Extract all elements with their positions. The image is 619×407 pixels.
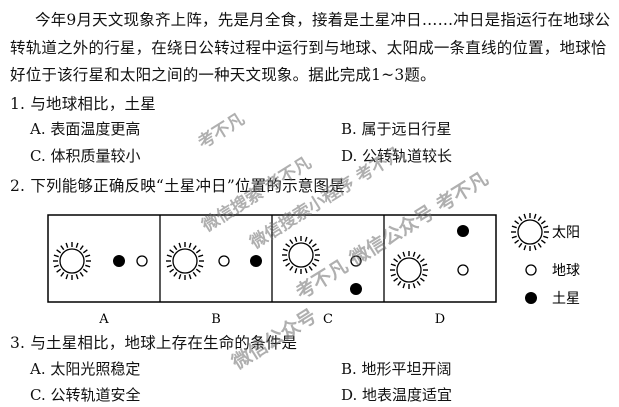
legend: 太阳 地球 土星 (510, 212, 580, 307)
sun-icon (52, 241, 92, 281)
question-3-option-d: D. 地表温度适宜 (341, 386, 453, 404)
sun-icon (281, 235, 321, 275)
panel-d (389, 225, 469, 290)
sun-icon (389, 250, 429, 290)
panel-label-d: D (435, 312, 445, 327)
question-1-option-d: D. 公转轨道较长 (341, 147, 453, 165)
legend-sun-icon (510, 212, 550, 252)
legend-earth-label: 地球 (552, 263, 580, 279)
earth-dot (136, 255, 148, 267)
panel-a (52, 241, 148, 281)
panel-b (165, 241, 262, 281)
saturn-dot (113, 255, 125, 267)
sun-icon (165, 241, 205, 281)
panel-label-c: C (323, 312, 333, 327)
panel-label-b: B (211, 312, 221, 327)
saturn-dot (250, 255, 262, 267)
passage-line-2: 转轨道之外的行星，在绕日公转过程中运行到与地球、太阳成一条直线的位置，地球恰 (10, 39, 607, 57)
earth-dot (350, 255, 362, 267)
passage-line-3: 好位于该行星和太阳之间的一种天文现象。据此完成1~3题。 (10, 66, 436, 84)
panel-label-a: A (98, 312, 109, 327)
question-3-stem: 3. 与土星相比，地球上存在生命的条件是 (10, 334, 298, 352)
passage-line-1: 今年9月天文现象齐上阵，先是月全食，接着是土星冲日……冲日是指运行在地球公 (35, 11, 611, 29)
earth-dot (457, 264, 469, 276)
earth-dot (218, 255, 230, 267)
saturn-dot (350, 283, 362, 295)
question-1-stem: 1. 与地球相比，土星 (10, 95, 156, 113)
question-3-option-a: A. 太阳光照稳定 (30, 360, 141, 378)
saturn-dot (457, 225, 469, 237)
question-3-option-c: C. 公转轨道安全 (30, 386, 141, 404)
question-1-option-a: A. 表面温度更高 (30, 120, 141, 138)
question-1-option-c: C. 体积质量较小 (30, 147, 141, 165)
question-1-option-b: B. 属于远日行星 (341, 120, 452, 138)
legend-sun-label: 太阳 (552, 225, 580, 241)
legend-saturn-dot (525, 292, 537, 304)
legend-saturn-label: 土星 (552, 291, 580, 307)
question-2-stem: 2. 下列能够正确反映“土星冲日”位置的示意图是 (10, 177, 345, 195)
panel-c (281, 235, 362, 295)
legend-earth-dot (525, 264, 537, 276)
question-3-option-b: B. 地形平坦开阔 (341, 360, 452, 378)
